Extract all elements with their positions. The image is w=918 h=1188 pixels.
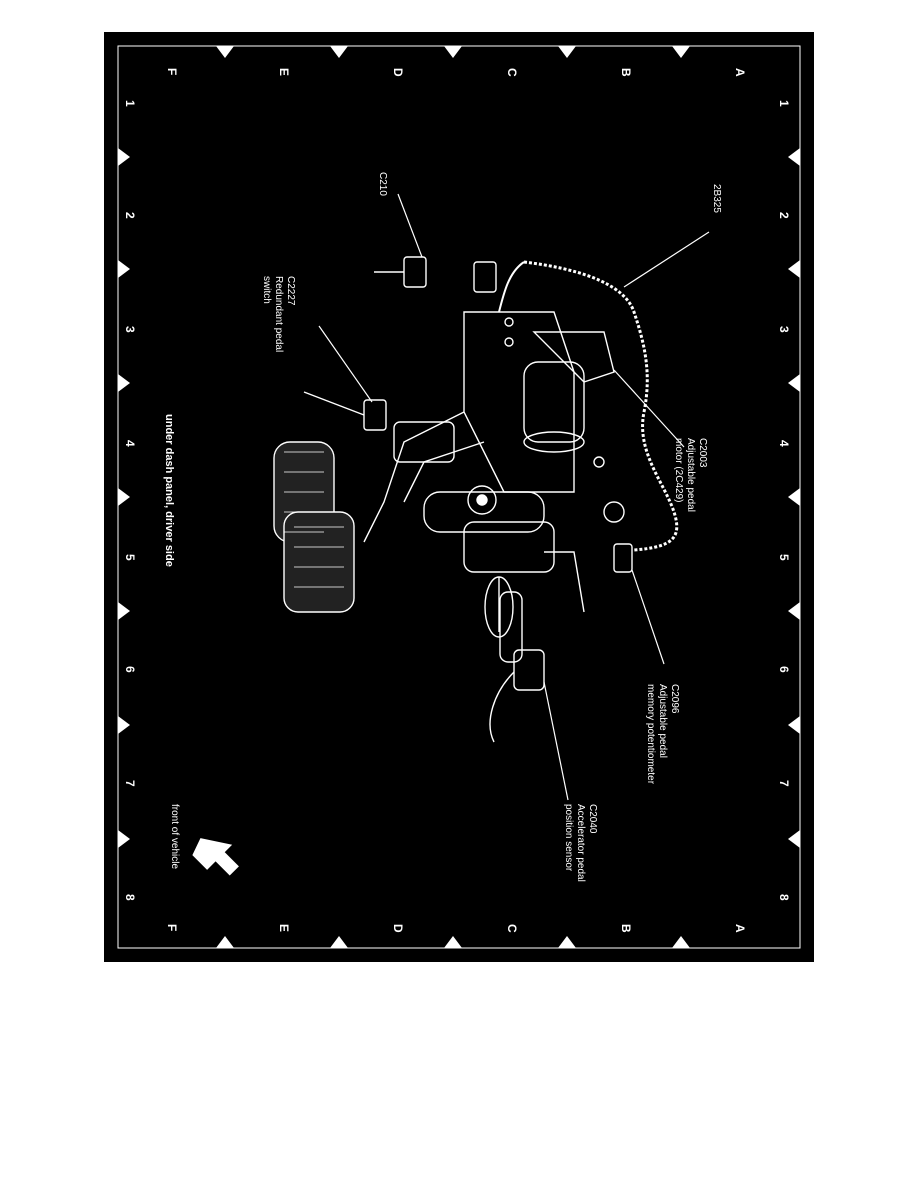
grid-col-2-right: 2 (777, 212, 791, 219)
grid-row-e-top: E (277, 68, 291, 76)
grid-col-4-left: 4 (123, 440, 137, 447)
callout-2b325: 2B325 (711, 184, 722, 213)
grid-row-labels-bottom: A B C D E F (165, 924, 747, 933)
grid-col-4-right: 4 (777, 440, 791, 447)
callout-c2227-line-2: Redundant pedal (273, 276, 284, 352)
grid-col-6-left: 6 (123, 666, 137, 673)
callout-c2040-line-1: C2040 (587, 804, 598, 834)
grid-row-f-bottom: F (165, 924, 179, 931)
front-of-vehicle-note: front of vehicle (169, 804, 180, 869)
grid-row-c-top: C (505, 68, 519, 77)
callout-c2096-line-1: C2096 (669, 684, 680, 714)
grid-column-labels-left: 1 2 3 4 5 6 7 8 (123, 100, 137, 901)
leader-lines (318, 193, 710, 801)
grid-col-3-right: 3 (777, 326, 791, 333)
diagram-title: under dash panel, driver side (163, 414, 175, 567)
grid-col-7-left: 7 (123, 780, 137, 787)
border-ticks-bottom (216, 936, 690, 948)
grid-row-a-bottom: A (733, 924, 747, 933)
callout-c2003: C2003 Adjustable pedal motor (2C429) (673, 438, 708, 512)
callout-c2227-line-3: switch (261, 276, 272, 304)
callout-c2003-line-1: C2003 (697, 438, 708, 468)
callout-c2227-line-1: C2227 (285, 276, 296, 306)
pedal-assembly-illustration (273, 256, 679, 743)
border-ticks-left (118, 148, 130, 848)
connector-c210 (403, 256, 427, 288)
grid-col-1-right: 1 (777, 100, 791, 107)
callout-c210: C210 (377, 172, 388, 196)
grid-column-labels-right: 1 2 3 4 5 6 7 8 (777, 100, 791, 901)
callout-c2003-line-3: motor (2C429) (673, 438, 684, 502)
grid-col-8-left: 8 (123, 894, 137, 901)
grid-row-b-top: B (619, 68, 633, 77)
front-of-vehicle-text: front of vehicle (169, 804, 180, 869)
callout-c2040: C2040 Accelerator pedal position sensor (563, 804, 598, 882)
front-arrow-icon (192, 838, 239, 876)
grid-col-6-right: 6 (777, 666, 791, 673)
connector-c2096 (613, 543, 633, 573)
grid-col-2-left: 2 (123, 212, 137, 219)
grid-col-5-left: 5 (123, 554, 137, 561)
inner-border (117, 45, 801, 949)
grid-row-b-bottom: B (619, 924, 633, 933)
grid-row-a-top: A (733, 68, 747, 77)
callout-c2003-line-2: Adjustable pedal (685, 438, 696, 512)
grid-row-labels-top: A B C D E F (165, 68, 747, 77)
callout-2b325-line-1: 2B325 (711, 184, 722, 213)
grid-row-f-top: F (165, 68, 179, 75)
grid-col-3-left: 3 (123, 326, 137, 333)
callout-c2040-line-3: position sensor (563, 804, 574, 872)
connector-c2227 (363, 399, 387, 431)
grid-col-8-right: 8 (777, 894, 791, 901)
grid-col-1-left: 1 (123, 100, 137, 107)
callout-c2096: C2096 Adjustable pedal memory potentiome… (645, 684, 680, 785)
grid-col-7-right: 7 (777, 780, 791, 787)
callout-c2227: C2227 Redundant pedal switch (261, 276, 296, 352)
border-ticks-right (788, 148, 800, 848)
grid-row-e-bottom: E (277, 924, 291, 932)
grid-col-5-right: 5 (777, 554, 791, 561)
diagram-frame: 1 2 3 4 5 6 7 8 1 2 3 4 5 6 7 8 A B C D … (104, 32, 814, 962)
diagram-canvas: 1 2 3 4 5 6 7 8 1 2 3 4 5 6 7 8 A B C D … (117, 45, 801, 949)
grid-row-d-top: D (391, 68, 405, 77)
callout-c210-line-1: C210 (377, 172, 388, 196)
diagram-title-text: under dash panel, driver side (163, 414, 175, 567)
callout-c2096-line-3: memory potentiometer (645, 684, 656, 785)
connector-c2040 (513, 649, 545, 691)
callout-c2096-line-2: Adjustable pedal (657, 684, 668, 758)
callout-c2040-line-2: Accelerator pedal (575, 804, 586, 882)
grid-row-d-bottom: D (391, 924, 405, 933)
grid-row-c-bottom: C (505, 924, 519, 933)
border-ticks-top (216, 46, 690, 58)
connector-2b325 (473, 261, 497, 293)
